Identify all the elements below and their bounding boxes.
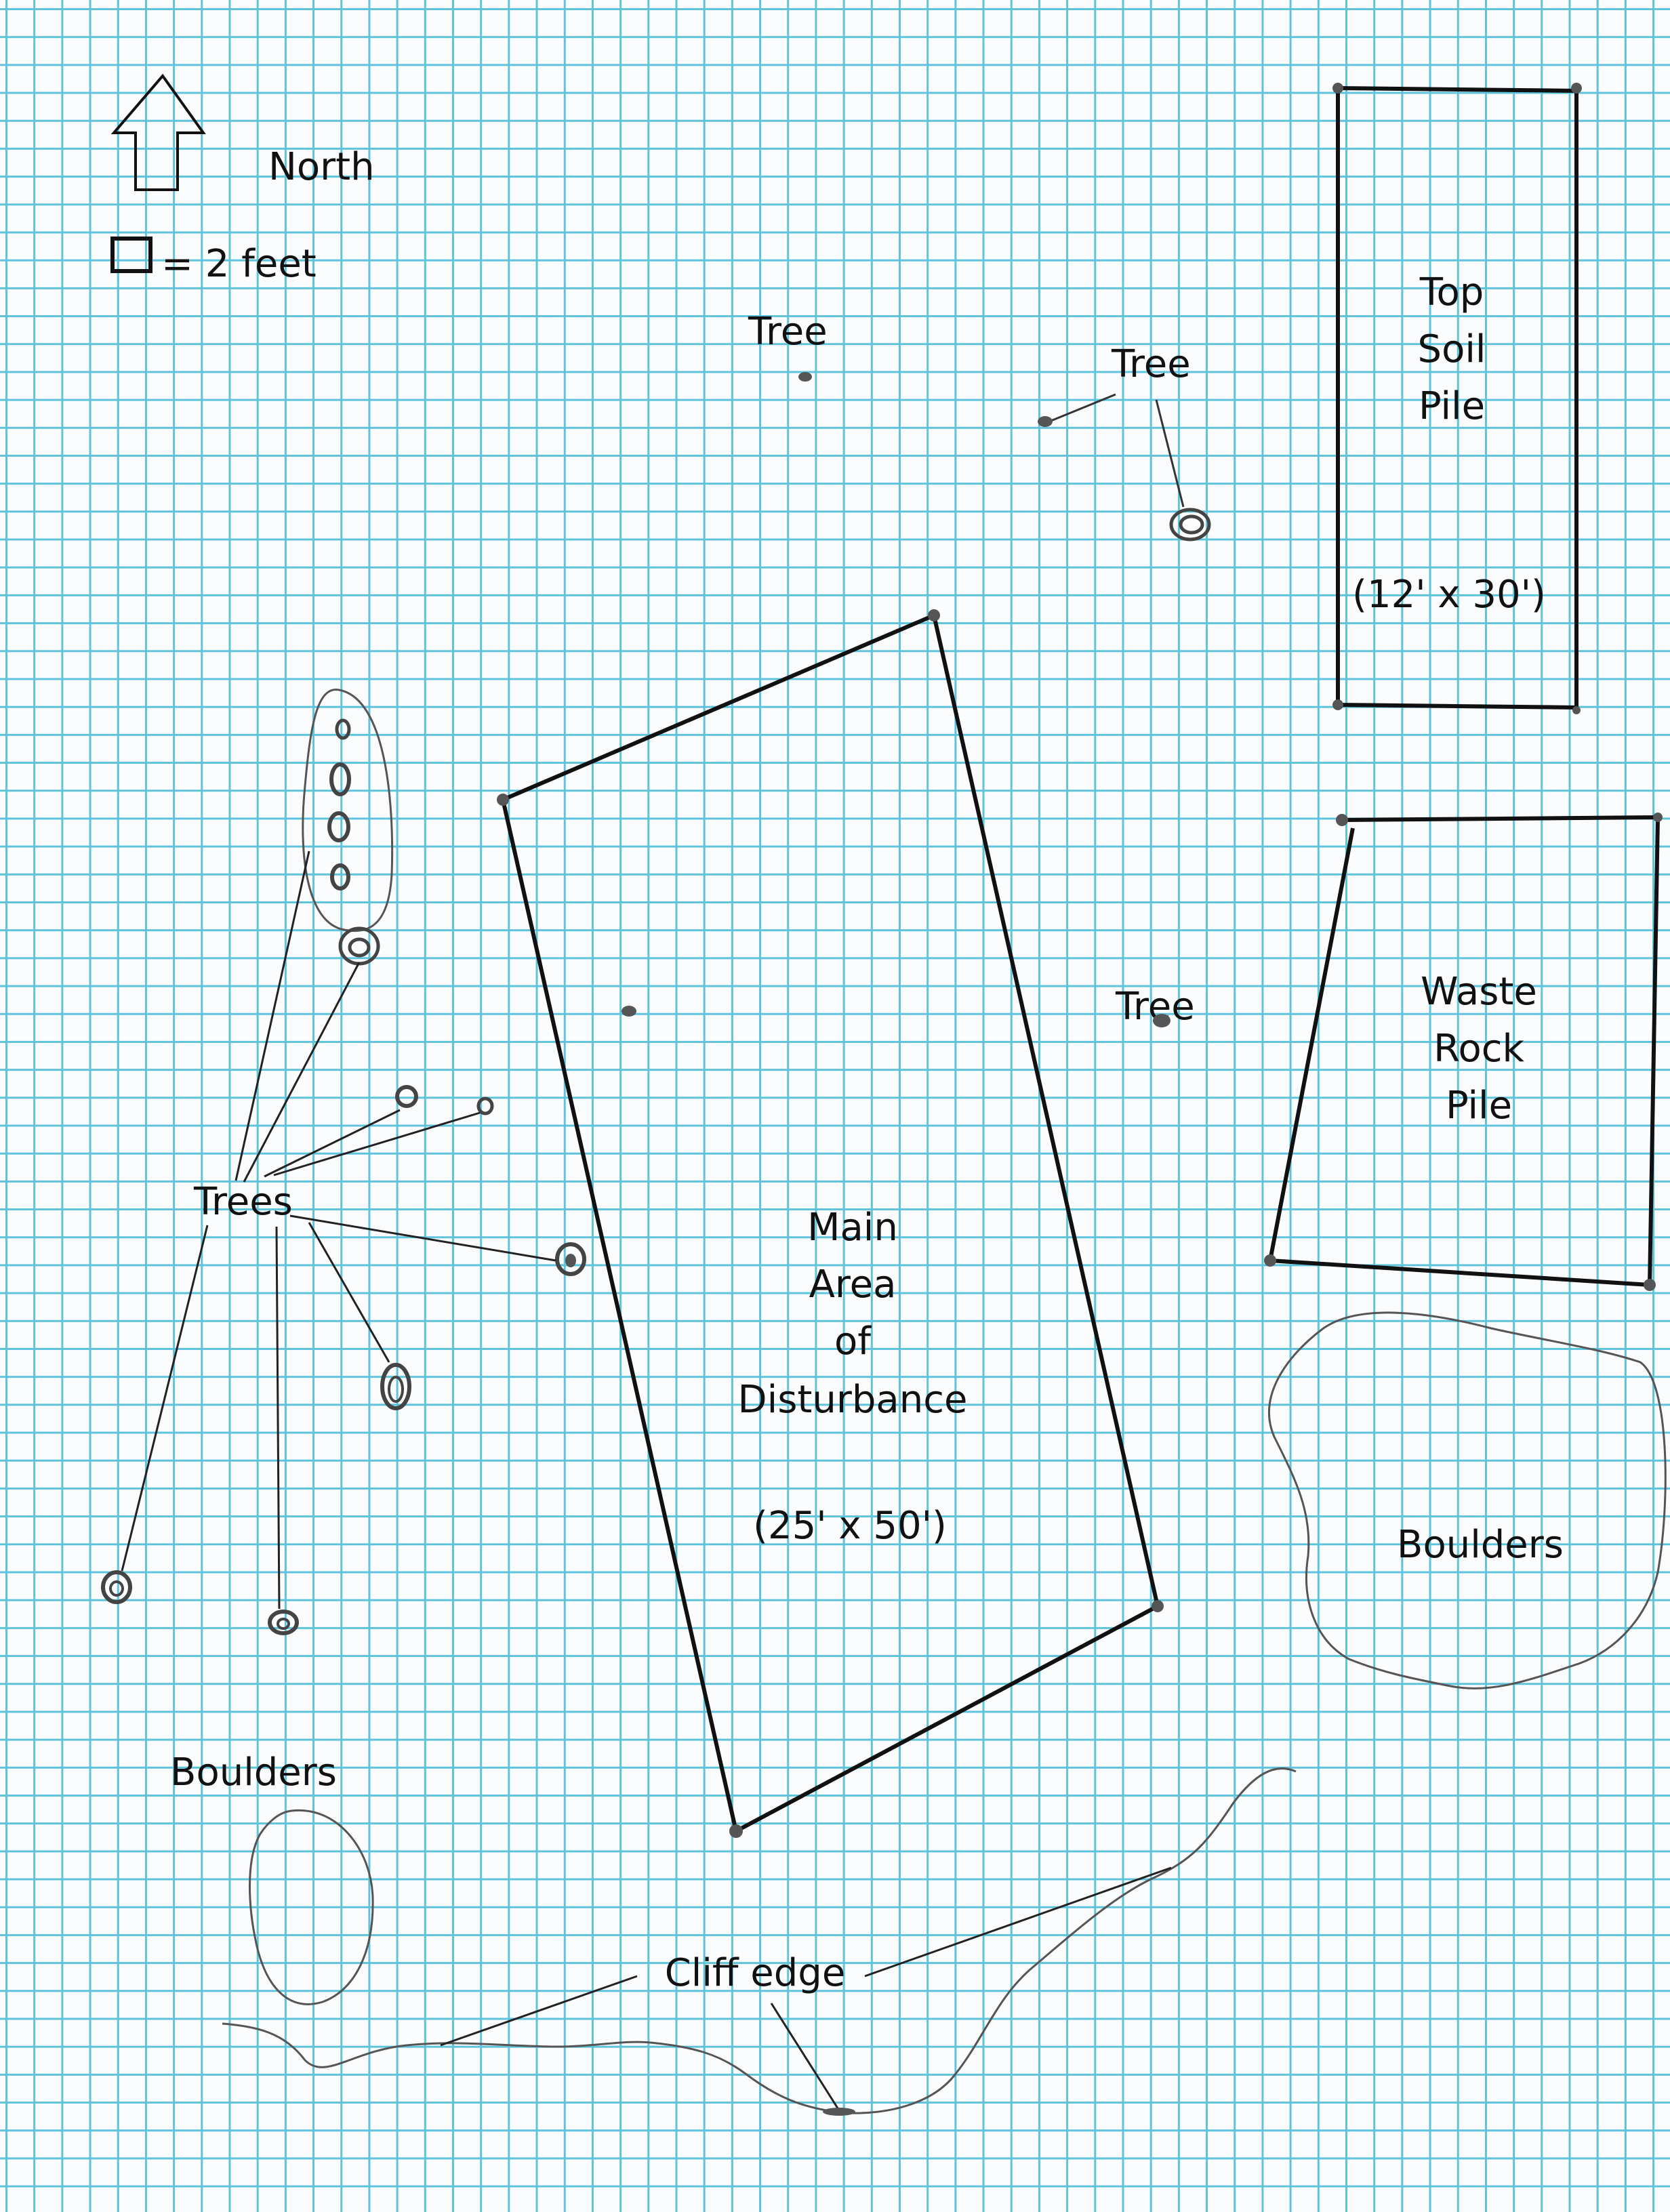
tree-marker <box>329 762 351 796</box>
scale-square-icon <box>110 237 152 273</box>
tree-marker <box>330 863 350 890</box>
north-arrow-icon <box>110 73 206 191</box>
boulders-label-left: Boulders <box>170 1750 337 1795</box>
top-soil-label-1: Top <box>1419 270 1484 314</box>
boulders-area-right <box>1267 1311 1667 1689</box>
top-soil-label-3: Pile <box>1419 384 1485 428</box>
tree-marker <box>1153 1014 1170 1027</box>
tree-marker <box>555 1242 586 1276</box>
main-area-label-4: Disturbance <box>738 1378 968 1422</box>
trees-leader-lines <box>121 851 556 1610</box>
main-area-label-1: Main <box>807 1206 898 1250</box>
tree-cluster-outline <box>302 689 394 933</box>
main-area-dimensions: (25' x 50') <box>753 1504 947 1548</box>
tree-label-2: Tree <box>1111 342 1191 386</box>
tree-marker <box>327 811 350 842</box>
scale-label: = 2 feet <box>161 242 317 286</box>
main-area-label-3: of <box>834 1319 872 1364</box>
tree-marker <box>380 1363 411 1410</box>
leader-line <box>1048 393 1116 423</box>
cliff-edge-line <box>222 1767 1297 2114</box>
tree-marker <box>268 1610 299 1635</box>
waste-rock-label-2: Rock <box>1433 1027 1524 1071</box>
tree-marker <box>1038 416 1053 427</box>
main-area-label-2: Area <box>809 1263 897 1307</box>
tree-marker <box>338 926 380 966</box>
waste-rock-label-3: Pile <box>1446 1084 1512 1128</box>
cliff-edge-label: Cliff edge <box>665 1951 846 1995</box>
north-label: North <box>268 145 375 189</box>
cliff-marker <box>823 2108 855 2116</box>
top-soil-label-2: Soil <box>1418 327 1486 371</box>
tree-marker <box>101 1570 132 1604</box>
boulders-area-left <box>249 1809 374 2005</box>
tree-marker <box>335 718 351 740</box>
tree-label-1: Tree <box>748 310 828 354</box>
leader-line <box>1155 399 1185 508</box>
corner-marks <box>497 83 1663 1838</box>
top-soil-dimensions: (12' x 30') <box>1352 573 1546 617</box>
waste-rock-label-1: Waste <box>1421 970 1537 1014</box>
trees-label: Trees <box>193 1180 293 1224</box>
tree-marker <box>1169 508 1211 541</box>
tree-marker <box>395 1085 418 1108</box>
cliff-leader-lines <box>440 1866 1172 2111</box>
tree-marker <box>622 1006 636 1017</box>
tree-marker <box>798 372 812 382</box>
boulders-label-right: Boulders <box>1397 1523 1564 1567</box>
tree-marker <box>476 1097 494 1115</box>
